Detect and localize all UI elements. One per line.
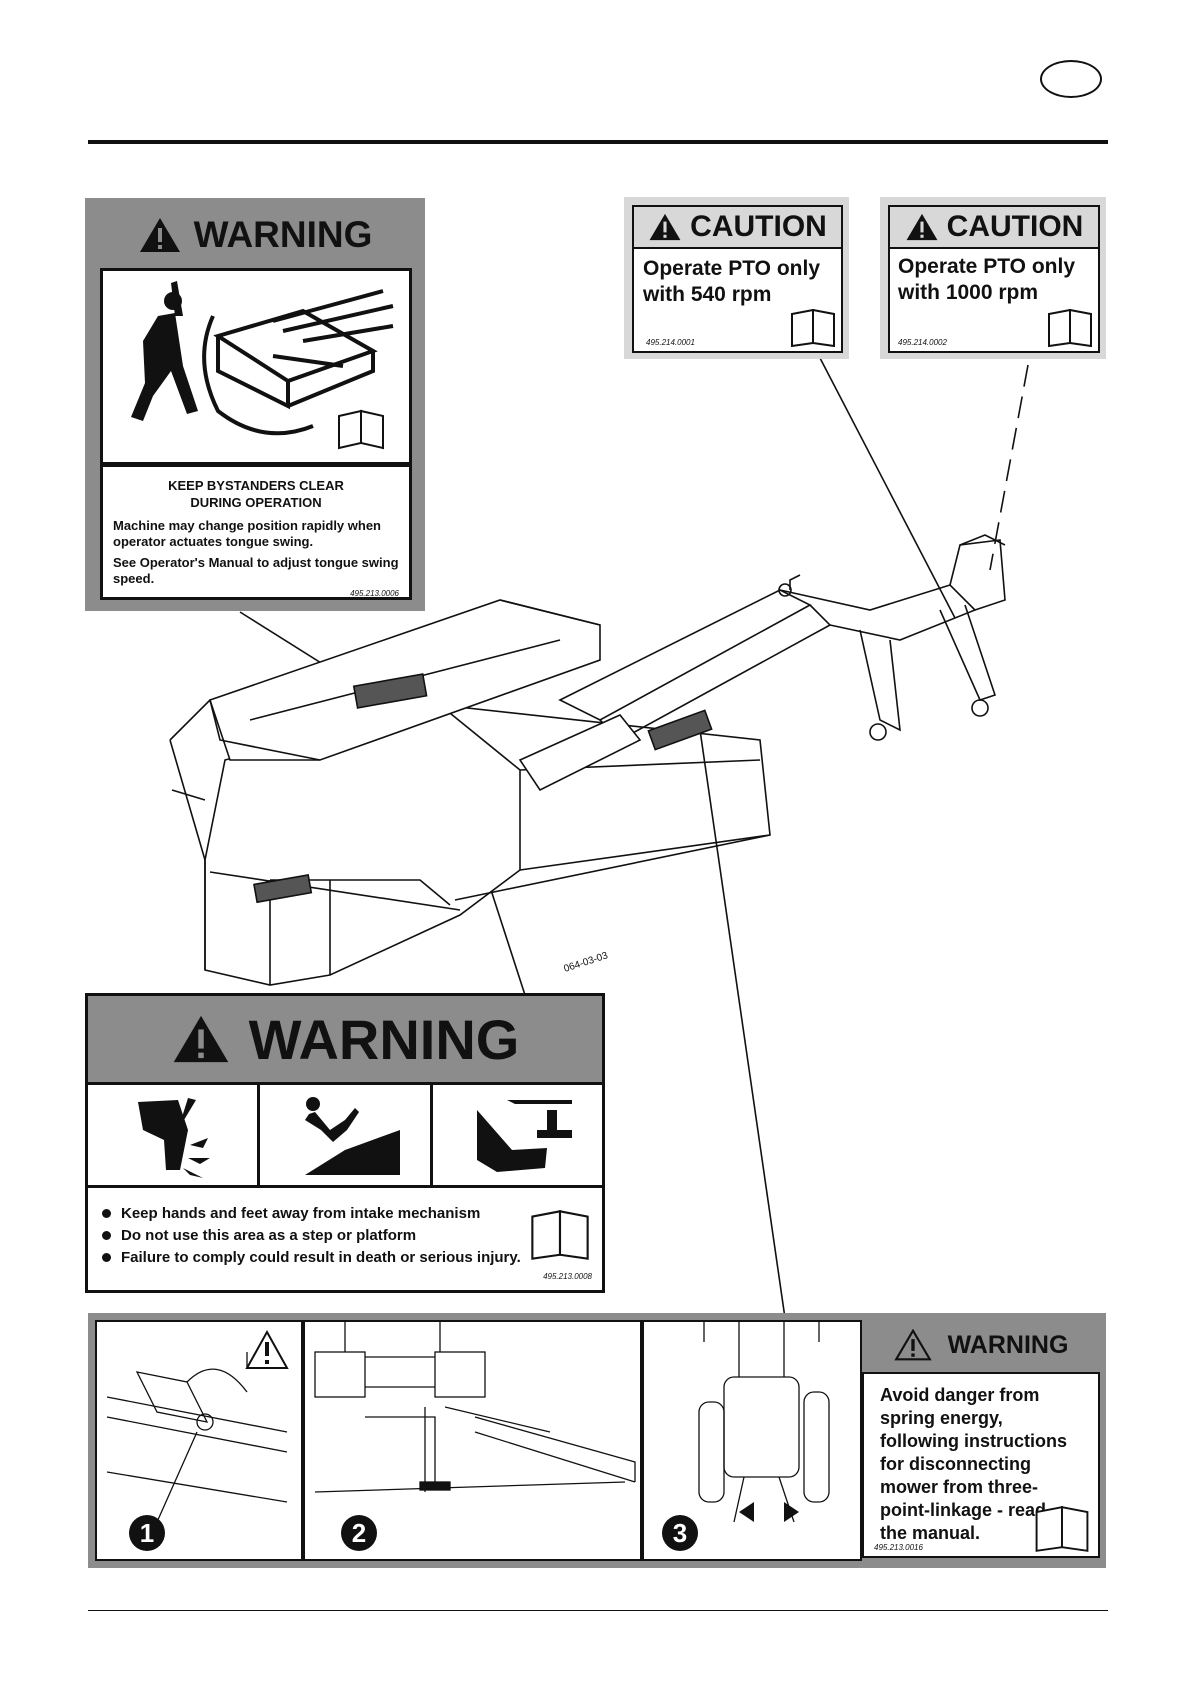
instruction-panel-1: 1 (95, 1320, 303, 1561)
warning-decal-tongue-swing: WARNING KEEP BYSTANDERS CLEAR (85, 198, 425, 611)
step-badge-1: 1 (129, 1515, 165, 1551)
warning-triangle-icon (893, 1329, 932, 1361)
caution-code: 495.214.0002 (898, 338, 947, 347)
spring-line: for disconnecting (880, 1454, 1032, 1474)
spring-line: mower from three- (880, 1477, 1039, 1497)
decal-paragraph-1: Machine may change position rapidly when… (113, 518, 381, 549)
decal-code: 495.213.0008 (543, 1272, 592, 1281)
step-badge-3: 3 (662, 1515, 698, 1551)
spring-warning-text-panel: WARNING Avoid danger from spring energy,… (862, 1318, 1100, 1563)
bullet-list: Keep hands and feet away from intake mec… (88, 1188, 602, 1281)
warning-decal-spring: 1 2 3 WARNING Avoid danger from spring e… (88, 1313, 1106, 1568)
pictogram-cell (433, 1085, 602, 1185)
bullet-dot-icon (102, 1231, 111, 1240)
heading-line-2: DURING OPERATION (190, 495, 322, 510)
language-indicator (1040, 60, 1102, 98)
lever-illustration (106, 1329, 289, 1523)
caution-decal-540: CAUTION Operate PTO only with 540 rpm 49… (624, 197, 849, 359)
hand-entanglement-icon (137, 1098, 210, 1178)
caution-title-text: CAUTION (946, 210, 1084, 243)
caution-decal-1000: CAUTION Operate PTO only with 1000 rpm 4… (880, 197, 1106, 359)
manual-book-icon (531, 1210, 589, 1260)
tractor-illustration (698, 1322, 830, 1523)
instruction-panel-3: 3 (642, 1320, 862, 1561)
bullet-dot-icon (102, 1209, 111, 1218)
fall-icon (304, 1097, 400, 1175)
crush-hand-icon (477, 1100, 573, 1172)
spring-line: spring energy, (880, 1408, 1003, 1428)
warning-triangle-icon (906, 213, 938, 241)
caution-title-text: CAUTION (690, 210, 827, 243)
heading-line-1: KEEP BYSTANDERS CLEAR (168, 478, 344, 493)
bullet-dot-icon (102, 1253, 111, 1262)
spring-line: Avoid danger from (880, 1385, 1040, 1405)
spring-line: following instructions (880, 1431, 1067, 1451)
pictogram-box (100, 268, 412, 465)
bystander-icon (131, 281, 394, 450)
decal-title: WARNING (85, 212, 425, 258)
bullet-item: Do not use this area as a step or platfo… (102, 1227, 602, 1244)
warning-title-text: WARNING (193, 214, 373, 255)
decal-heading: KEEP BYSTANDERS CLEAR DURING OPERATION (113, 477, 399, 511)
caution-line-1: Operate PTO only (643, 257, 820, 280)
decal-paragraph-2: See Operator's Manual to adjust tongue s… (113, 555, 399, 586)
warning-triangle-icon (649, 213, 681, 241)
pictogram-cell (88, 1085, 261, 1185)
bullet-text: Do not use this area as a step or platfo… (121, 1227, 417, 1244)
manual-book-icon (338, 409, 384, 450)
caution-inner: CAUTION Operate PTO only with 1000 rpm 4… (888, 205, 1100, 353)
linkage-illustration (314, 1322, 636, 1493)
decal-code: 495.213.0006 (350, 589, 399, 598)
text-box: KEEP BYSTANDERS CLEAR DURING OPERATION M… (100, 464, 412, 600)
bullet-item: Failure to comply could result in death … (102, 1249, 602, 1266)
figure-code: 064-03-03 (563, 950, 610, 975)
spring-line: point-linkage - read (880, 1500, 1047, 1520)
spring-warning-title: WARNING (862, 1318, 1100, 1372)
spring-warning-body: Avoid danger from spring energy, followi… (862, 1372, 1100, 1558)
manual-book-icon (1048, 309, 1092, 347)
warning-triangle-icon (139, 218, 180, 252)
warning-decal-intake: WARNING Keep hands and feet away from in… (85, 993, 605, 1293)
caution-line-1: Operate PTO only (898, 255, 1075, 278)
footer-rule (88, 1610, 1108, 1611)
manual-book-icon (791, 309, 835, 347)
pictogram-row (88, 1085, 602, 1188)
caution-title: CAUTION (890, 207, 1098, 249)
warning-title-text: WARNING (248, 1007, 520, 1071)
caution-title: CAUTION (634, 207, 841, 249)
warning-triangle-icon (173, 1015, 228, 1063)
pictogram-cell (260, 1085, 433, 1185)
caution-code: 495.214.0001 (646, 338, 695, 347)
spring-line: the manual. (880, 1523, 981, 1543)
instruction-panel-2: 2 (303, 1320, 642, 1561)
caution-line-2: with 1000 rpm (898, 281, 1039, 304)
decal-title: WARNING (88, 996, 602, 1085)
bullet-item: Keep hands and feet away from intake mec… (102, 1205, 602, 1222)
caution-inner: CAUTION Operate PTO only with 540 rpm 49… (632, 205, 843, 353)
warning-title-text: WARNING (947, 1330, 1069, 1359)
caution-line-2: with 540 rpm (643, 283, 772, 306)
step-badge-2: 2 (341, 1515, 377, 1551)
decal-code: 495.213.0016 (874, 1543, 923, 1552)
bullet-text: Failure to comply could result in death … (121, 1249, 521, 1266)
bullet-text: Keep hands and feet away from intake mec… (121, 1205, 481, 1222)
manual-book-icon (1035, 1506, 1089, 1552)
header-rule (88, 140, 1108, 144)
